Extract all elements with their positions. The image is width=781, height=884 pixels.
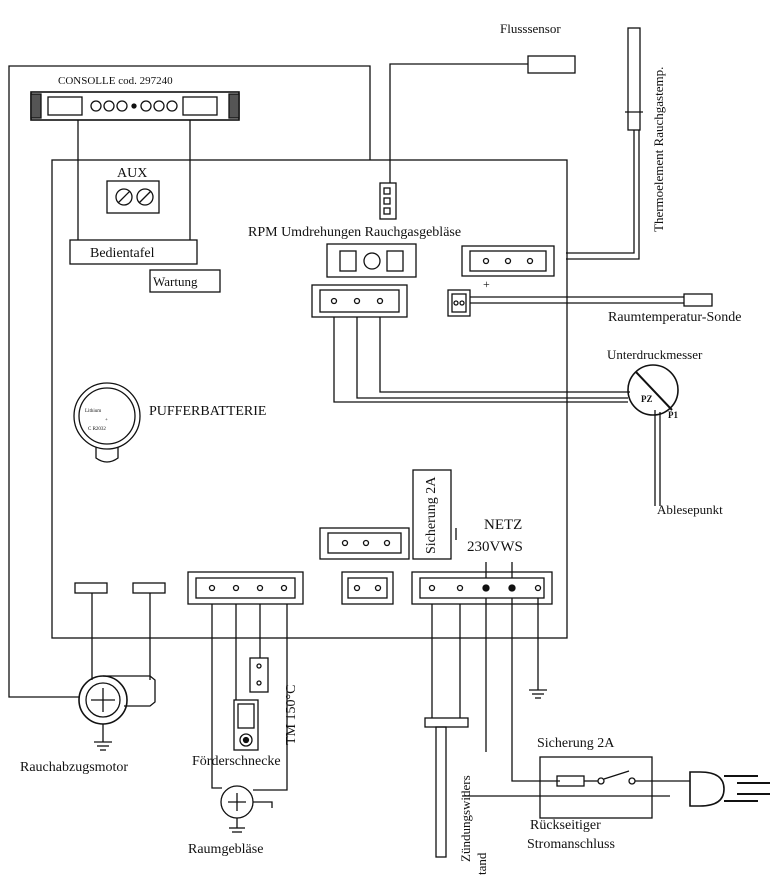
ruckseitig-label-2: Stromanschluss (527, 837, 615, 852)
raumtemp-probe (683, 293, 713, 307)
tm-thermostat (249, 657, 269, 693)
raumgeblase-label: Raumgebläse (188, 842, 263, 857)
consolle-panel (30, 91, 240, 121)
bedientafel-box (69, 239, 198, 265)
rpm-connector (326, 243, 417, 278)
flusssensor-wire (389, 63, 528, 183)
aux-connector-2 (319, 527, 410, 560)
motor-connector-left (74, 582, 108, 594)
svg-text:+: + (105, 418, 108, 423)
rpm-label: RPM Umdrehungen Rauchgasgebläse (248, 225, 461, 240)
netz-wire-2 (511, 598, 560, 782)
ablese-label: Ablesepunkt (657, 502, 723, 517)
thermoelement-probe (566, 27, 643, 260)
puffer-label: PUFFERBATTERIE (149, 404, 266, 419)
forderschnecke-connector (187, 571, 304, 605)
zuendung-label-1: Zündungswiders (458, 775, 473, 862)
auger-motor (233, 699, 259, 751)
svg-text:C R2032: C R2032 (88, 427, 106, 432)
motor-connector-right (132, 582, 166, 594)
wartung-label: Wartung (153, 274, 198, 289)
raumtemp-label: Raumtemperatur-Sonde (608, 310, 741, 325)
unterdruck-wire-3 (379, 317, 630, 393)
consolle-label: CONSOLLE cod. 297240 (58, 75, 173, 87)
flusssensor-element (527, 55, 576, 74)
flusssensor-connector (379, 182, 397, 220)
plus-sign: + (483, 277, 490, 291)
sicherung-vertical-label: Sicherung 2A (424, 476, 439, 554)
unterdruck-connector (311, 284, 408, 318)
p1-label: P1 (668, 410, 678, 420)
sicherung-fuse-box (412, 469, 452, 560)
netz-connector (411, 562, 553, 605)
netz-label-1: NETZ (484, 517, 522, 533)
unterdruck-wire-1 (333, 317, 628, 403)
raumgeblase-wire (211, 776, 222, 789)
tm-label: TM 150°C (284, 685, 299, 745)
svg-text:Lithium: Lithium (85, 409, 101, 414)
flusssensor-label: Flusssensor (500, 21, 561, 36)
ignition-resistor (424, 717, 469, 858)
thermoelement-label: Thermoelement Rauchgastemp. (651, 67, 666, 232)
raumgeblase-fan (220, 776, 288, 833)
rauchabzug-motor (78, 675, 156, 751)
raumtemp-connector (447, 289, 471, 317)
motor-feed-wire (8, 65, 371, 698)
netz-label-2: 230VWS (467, 539, 523, 555)
small-connector (341, 571, 394, 605)
sicherung-switch-box (539, 756, 690, 819)
rauchabzug-label: Rauchabzugsmotor (20, 760, 128, 775)
puffer-battery: Lithium + C R2032 (73, 382, 141, 463)
ruckseitig-label-1: Rückseitiger (530, 818, 601, 833)
aux-label: AUX (117, 166, 147, 181)
sicherung-right-label: Sicherung 2A (537, 736, 615, 751)
earth-symbol (529, 689, 547, 699)
unterdruck-wire-2 (356, 317, 628, 399)
pressure-gauge (627, 364, 679, 416)
aux-connector (106, 180, 160, 214)
zuendung-label-2: tand (474, 852, 489, 875)
forderschnecke-label: Förderschnecke (192, 754, 281, 769)
unterdruck-label: Unterdruckmesser (607, 347, 703, 362)
pz-label: PZ (641, 394, 653, 404)
power-plug-icon (689, 771, 770, 807)
main-board (51, 159, 568, 639)
bedientafel-label: Bedientafel (90, 246, 155, 261)
thermo-connector (461, 245, 555, 277)
wartung-box (149, 269, 221, 293)
